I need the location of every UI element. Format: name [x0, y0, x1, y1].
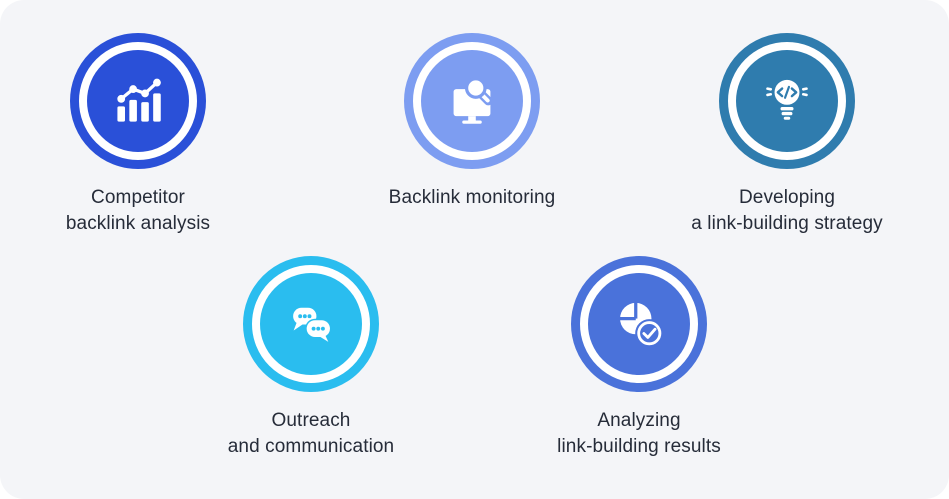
item-label: Outreach and communication	[227, 410, 395, 457]
item-label: Backlink monitoring	[388, 187, 556, 208]
icon-circle	[70, 33, 206, 169]
pie-chart-check-icon	[618, 301, 664, 348]
item-label: Analyzing link-building results	[557, 410, 721, 457]
icon-circle	[404, 33, 540, 169]
item-label: Competitor backlink analysis	[65, 187, 211, 234]
chat-bubbles-icon	[293, 307, 332, 344]
feature-item-analyzing-results: Analyzing link-building results	[489, 256, 789, 460]
feature-item-link-building-strategy: Developing a link-building strategy	[637, 33, 937, 237]
icon-circle	[719, 33, 855, 169]
item-label: Developing a link-building strategy	[691, 187, 883, 234]
monitor-search-icon	[453, 77, 493, 124]
bar-chart-trend-icon	[117, 78, 161, 122]
icon-circle	[243, 256, 379, 392]
feature-item-backlink-monitoring: Backlink monitoring	[322, 33, 622, 211]
feature-item-competitor-backlink-analysis: Competitor backlink analysis	[0, 33, 288, 237]
feature-item-outreach-communication: Outreach and communication	[161, 256, 461, 460]
icon-circle	[571, 256, 707, 392]
lightbulb-code-icon	[766, 79, 808, 120]
